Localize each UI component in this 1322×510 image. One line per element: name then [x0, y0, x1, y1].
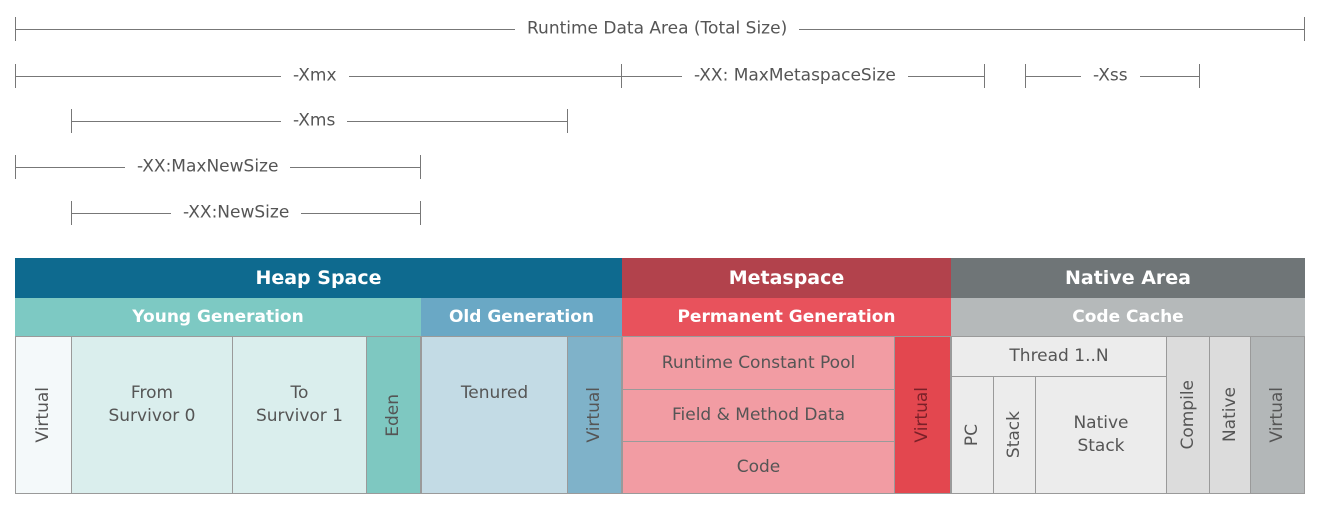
native-cell: Native [1209, 336, 1251, 494]
heap-virtual-cell: Virtual [15, 336, 72, 494]
metaspace-virtual-cell: Virtual [894, 336, 951, 494]
xss-range: -Xss [1025, 61, 1200, 91]
permanent-generation-label: Permanent Generation [677, 307, 896, 327]
native-virtual-cell: Virtual [1250, 336, 1305, 494]
young-generation-label: Young Generation [132, 307, 304, 327]
native-stack-label: Native Stack [1073, 413, 1129, 456]
native-virtual-label: Virtual [1267, 387, 1288, 443]
new-size-label: -XX:NewSize [171, 202, 302, 223]
heap-virtual-label: Virtual [33, 387, 54, 443]
native-area-label: Native Area [1065, 267, 1191, 289]
heap-space-label: Heap Space [255, 267, 382, 289]
stack-label: Stack [1004, 411, 1025, 459]
max-metaspace-size-label: -XX: MaxMetaspaceSize [682, 65, 908, 86]
code-cell: Code [622, 441, 895, 494]
thread-cell: Thread 1..N [951, 336, 1167, 377]
to-survivor-label: To Survivor 1 [255, 383, 343, 426]
code-label: Code [736, 457, 781, 478]
runtime-data-area-range: Runtime Data Area (Total Size) [15, 14, 1305, 44]
eden-label: Eden [383, 393, 404, 437]
stack-cell: Stack [993, 376, 1036, 494]
native-stack-cell: Native Stack [1035, 376, 1167, 494]
to-survivor-cell: To Survivor 1 [232, 336, 367, 494]
pc-label: PC [962, 423, 983, 447]
thread-label: Thread 1..N [1009, 346, 1109, 367]
permanent-generation-header: Permanent Generation [622, 298, 951, 336]
xms-label: -Xms [281, 110, 348, 131]
field-method-data-cell: Field & Method Data [622, 389, 895, 442]
eden-cell: Eden [366, 336, 421, 494]
code-cache-label: Code Cache [1072, 307, 1184, 327]
heap-space-header: Heap Space [15, 258, 622, 298]
new-size-range: -XX:NewSize [71, 198, 421, 228]
xss-label: -Xss [1081, 65, 1140, 86]
compile-cell: Compile [1166, 336, 1210, 494]
max-metaspace-size-range: -XX: MaxMetaspaceSize [622, 61, 985, 91]
old-generation-header: Old Generation [421, 298, 622, 336]
code-cache-header: Code Cache [951, 298, 1305, 336]
tenured-label: Tenured [460, 383, 529, 403]
xms-range: -Xms [71, 106, 568, 136]
young-generation-header: Young Generation [15, 298, 421, 336]
from-survivor-cell: From Survivor 0 [71, 336, 233, 494]
old-virtual-cell: Virtual [567, 336, 622, 494]
max-new-size-range: -XX:MaxNewSize [15, 152, 421, 182]
runtime-constant-pool-cell: Runtime Constant Pool [622, 336, 895, 390]
compile-label: Compile [1177, 380, 1198, 450]
tenured-cell: Tenured [421, 336, 568, 494]
from-survivor-label: From Survivor 0 [108, 383, 196, 426]
old-generation-label: Old Generation [448, 307, 595, 327]
native-label: Native [1219, 387, 1240, 443]
pc-cell: PC [951, 376, 994, 494]
max-new-size-label: -XX:MaxNewSize [125, 156, 291, 177]
runtime-constant-pool-label: Runtime Constant Pool [661, 352, 856, 373]
metaspace-virtual-label: Virtual [912, 387, 933, 443]
xmx-range: -Xmx [15, 61, 622, 91]
xmx-label: -Xmx [281, 65, 349, 86]
metaspace-header: Metaspace [622, 258, 951, 298]
runtime-data-area-label: Runtime Data Area (Total Size) [515, 18, 800, 39]
native-area-header: Native Area [951, 258, 1305, 298]
metaspace-label: Metaspace [728, 267, 845, 289]
field-method-data-label: Field & Method Data [671, 405, 846, 426]
old-virtual-label: Virtual [584, 387, 605, 443]
